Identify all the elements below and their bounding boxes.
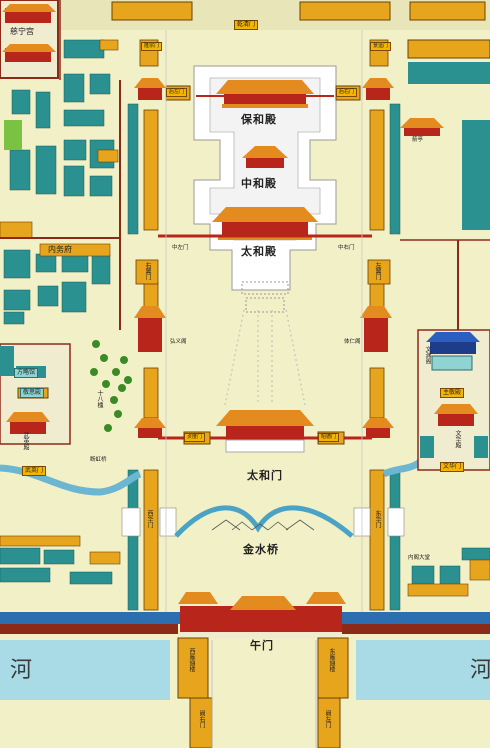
label-chu-xiu-an: 十八槐 xyxy=(96,390,103,408)
label-houyou-men: 后右门 xyxy=(336,88,358,97)
label-taihe-men: 太和门 xyxy=(247,469,283,482)
label-que-you-men: 阙右门 xyxy=(198,710,205,728)
label-neiwu-fu: 内务府 xyxy=(48,245,72,254)
label-houzuo-men: 后左门 xyxy=(166,88,188,97)
label-zhongzuo-men: 中左门 xyxy=(172,245,189,251)
label-wu-men: 午门 xyxy=(250,639,274,652)
label-fanglue-guan: 方略馆 xyxy=(14,368,39,378)
label-donghua-men: 东华门 xyxy=(374,510,381,528)
label-zhaode-men: 昭德门 xyxy=(318,433,340,442)
label-jingyun-men: 景运门 xyxy=(370,42,392,51)
label-neige-datang: 内阁大堂 xyxy=(408,555,431,561)
moat-right xyxy=(356,640,490,700)
top-building-right xyxy=(299,1,391,21)
label-zhonghe-dian: 中和殿 xyxy=(241,177,277,190)
label-que-zuo-men: 阙左门 xyxy=(324,710,331,728)
label-shouning-gong: 慈宁宫 xyxy=(10,27,34,36)
label-zhujing-dian: 主敬殿 xyxy=(440,388,465,398)
label-hongyi-ge: 弘义阁 xyxy=(170,339,187,345)
label-qianqing-men: 乾清门 xyxy=(234,20,259,30)
label-youyi-men: 右翼门 xyxy=(144,262,151,280)
wumen-body xyxy=(180,606,342,632)
top-building-left xyxy=(111,1,193,21)
label-river-right: 河 xyxy=(470,658,490,683)
label-xihua-men: 西华门 xyxy=(146,510,153,528)
label-wuying-men: 武英门 xyxy=(22,466,47,476)
label-tiren-ge: 体仁阁 xyxy=(344,339,361,345)
label-zuoyi-men: 左翼门 xyxy=(374,262,381,280)
label-wenhua-dian: 文华殿 xyxy=(454,430,461,448)
label-river-left: 河 xyxy=(10,658,33,683)
label-duanhong-qiao: 断虹桥 xyxy=(90,457,107,463)
label-wenhua-men: 文华门 xyxy=(440,462,465,472)
label-wenyuan-ge: 文渊阁 xyxy=(424,346,431,364)
label-jianting: 箭亭 xyxy=(412,137,424,143)
label-wuying-dian: 武英殿 xyxy=(22,432,29,450)
label-taihe-dian: 太和殿 xyxy=(241,245,277,258)
label-jinshui-qiao: 金水桥 xyxy=(243,543,279,556)
baohe-hall-body xyxy=(224,92,306,106)
label-longzong-men: 隆宗门 xyxy=(141,42,163,51)
label-baohe-dian: 保和殿 xyxy=(241,113,277,126)
label-zhongyou-men: 中右门 xyxy=(338,245,355,251)
label-xi-yanchi-lou: 西雁翅楼 xyxy=(188,648,195,672)
left-courtyards xyxy=(3,39,115,325)
label-dong-yanchi-lou: 东雁翅楼 xyxy=(328,648,335,672)
moat-left xyxy=(0,640,170,700)
label-zhendu-men: 贞度门 xyxy=(184,433,206,442)
label-jingsi-dian: 敬思殿 xyxy=(20,388,45,398)
